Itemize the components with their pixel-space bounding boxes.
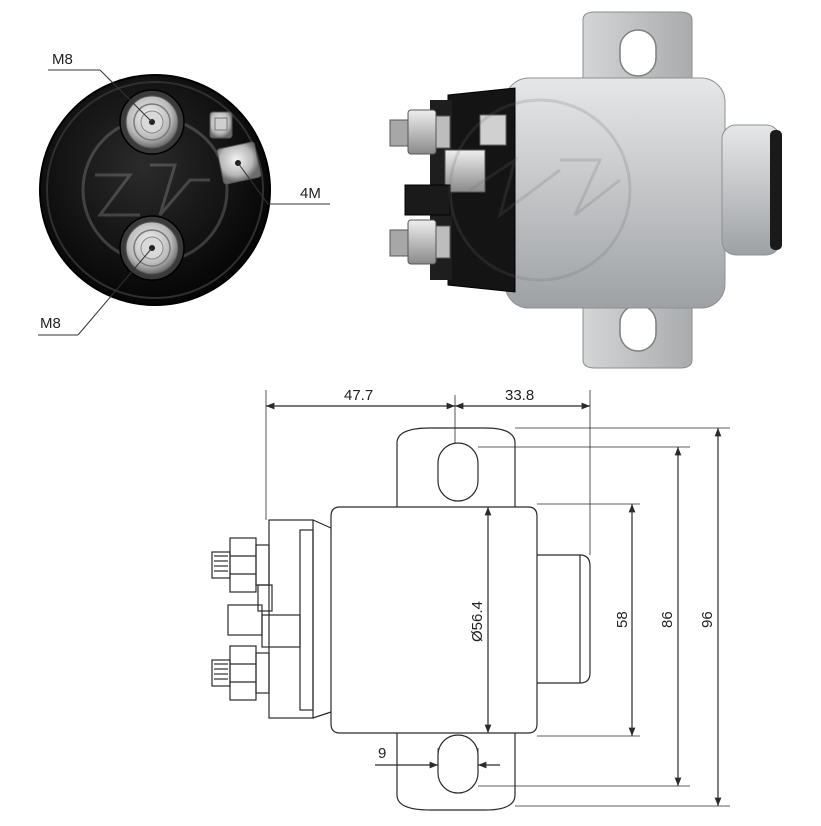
control-terminal [209,111,262,185]
slot-top [619,29,657,77]
dim-33-8: 33.8 [505,387,534,404]
label-4m: 4M [300,185,321,202]
drawing-plunger [537,554,591,684]
slot-bottom [619,304,657,352]
drawing-terminal-cap [268,519,314,719]
dim-58: 58 [614,611,631,628]
drawing-slot-top [437,442,479,502]
dim-47-7: 47.7 [344,387,373,404]
end-cap-rim [46,81,264,299]
drawing-flange [396,427,516,507]
side-stud-top [389,109,451,155]
end-view: M8 4M M8 [38,51,330,336]
drawing-stud-top [211,537,270,593]
side-control-terminal [404,114,507,216]
dim-9: 9 [378,745,386,762]
side-view [389,11,782,369]
drawing-stud-bottom [211,645,270,701]
dim-86: 86 [659,611,676,628]
drawing-body [330,506,538,734]
drawing-control-terminal [227,584,301,648]
dim-96: 96 [699,611,716,628]
watermark-logo-side [448,98,632,282]
leader-4m [237,162,269,205]
leader-bottom-m8 [77,247,153,336]
drawing-slot-bottom [437,734,479,794]
label-bottom-m8: M8 [40,315,61,332]
technical-drawing [211,390,730,811]
housing [504,77,726,309]
label-top-m8: M8 [52,51,73,68]
side-stud-bottom [389,219,451,265]
dim-diameter: Ø56.4 [469,601,486,642]
